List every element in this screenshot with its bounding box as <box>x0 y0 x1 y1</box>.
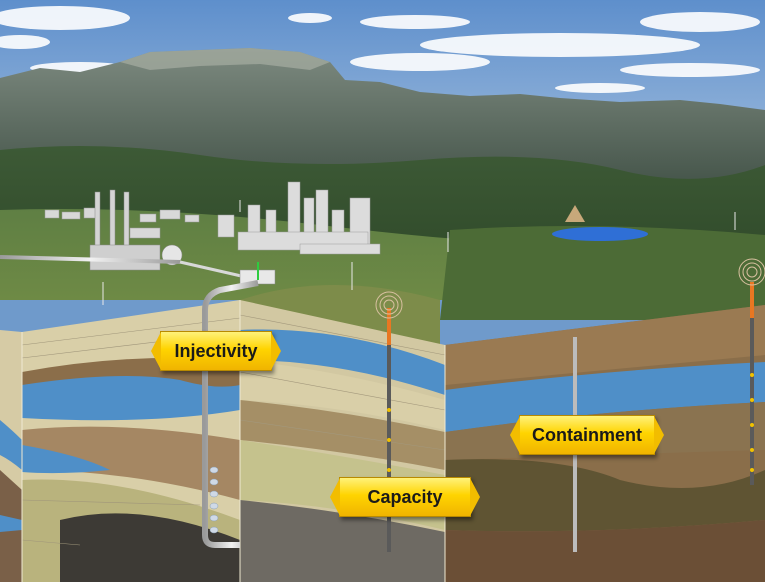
tent-structure <box>565 205 585 222</box>
co2-bubbles <box>209 466 219 534</box>
clouds <box>0 6 760 93</box>
right-forest <box>440 226 765 320</box>
industrial-buildings <box>44 207 200 239</box>
deep-rock-left <box>60 513 240 582</box>
injectivity-label: Injectivity <box>151 331 281 371</box>
lake <box>552 227 648 241</box>
deep-rock-right <box>445 520 765 582</box>
strata-lines-center <box>239 314 446 451</box>
left-blue-lens <box>0 515 22 532</box>
sensor-dots-right <box>750 373 754 472</box>
aquifer-center-top <box>240 329 445 395</box>
injection-pipe <box>202 280 259 548</box>
containment-label: Containment <box>510 415 664 455</box>
pipeline-icon <box>0 255 181 264</box>
city-skyline-icon <box>217 181 381 255</box>
sand-layer-center <box>240 360 445 430</box>
left-aquifer-sliver <box>0 420 22 470</box>
injectivity-text: Injectivity <box>174 340 258 361</box>
brown-layer-left <box>22 426 240 500</box>
dark-layer-right <box>445 459 765 532</box>
top-shale-right <box>445 305 765 385</box>
signal-rings-center <box>375 291 403 319</box>
aquifer-left <box>22 376 240 421</box>
containment-text: Containment <box>532 424 642 445</box>
aquifer-lens-left <box>22 445 110 474</box>
cliff-face <box>120 48 330 70</box>
capacity-text: Capacity <box>367 486 443 507</box>
signal-rings-right <box>738 258 765 286</box>
surface-pipe <box>179 260 251 280</box>
well-signal-icon <box>102 200 736 305</box>
aquifer-right <box>445 362 765 432</box>
deep-rock-center <box>240 500 445 582</box>
capacity-label: Capacity <box>330 477 480 517</box>
